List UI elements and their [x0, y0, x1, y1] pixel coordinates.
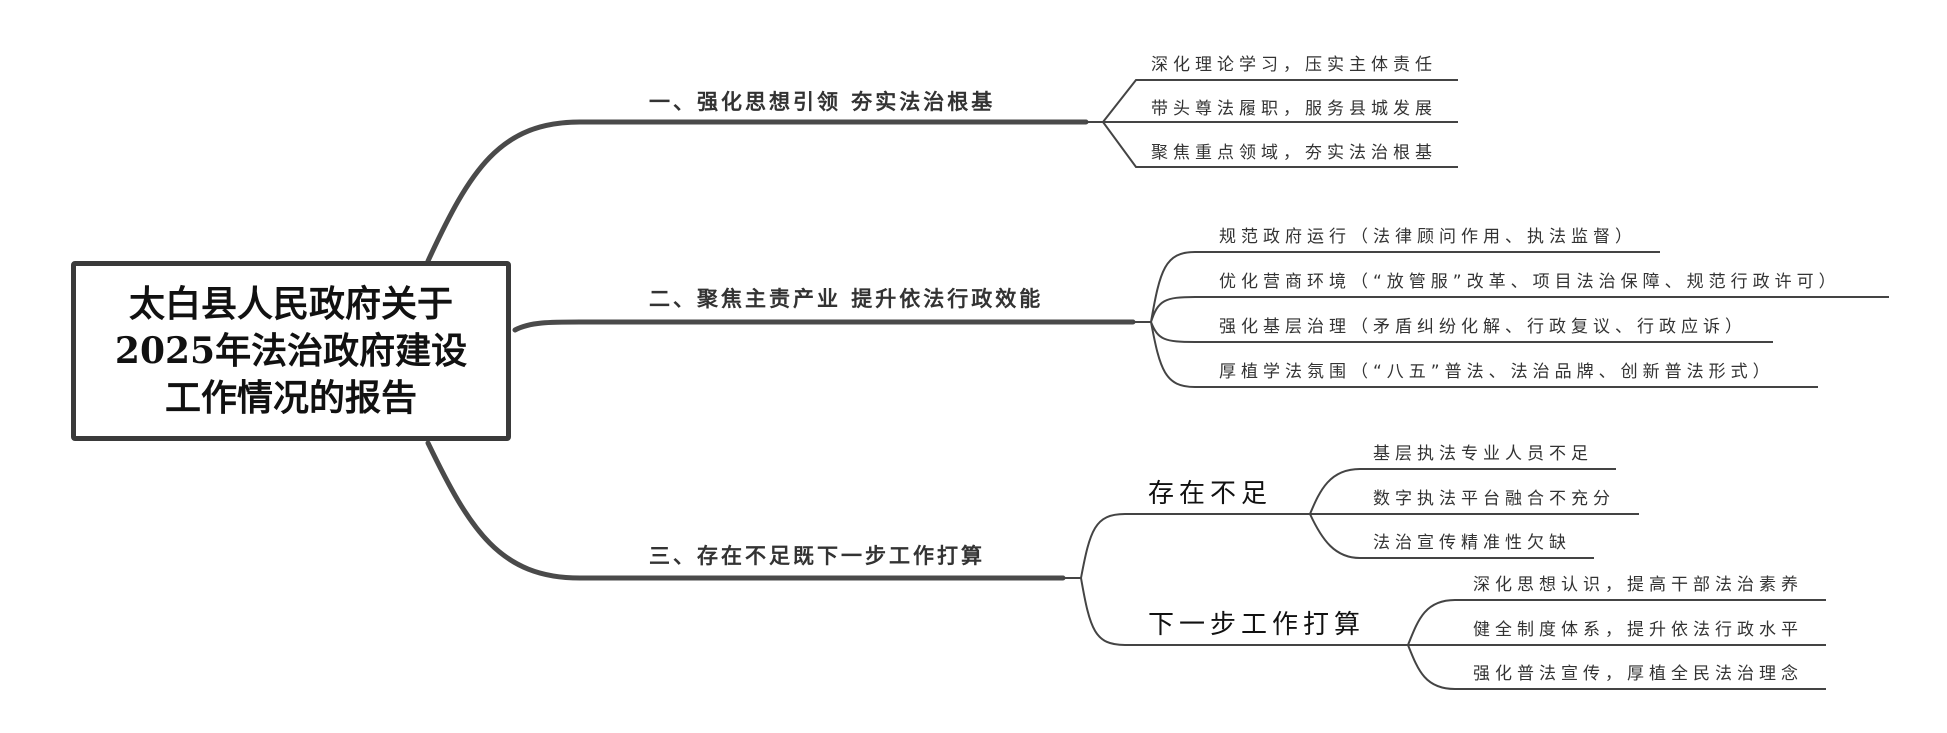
subtopic-next-steps[interactable]: 下一步工作打算 — [1148, 610, 1366, 640]
branch-2-fork — [1133, 251, 1889, 388]
branch-1-child-1[interactable]: 深化理论学习，压实主体责任 — [1151, 55, 1437, 75]
next-step-3[interactable]: 强化普法宣传，厚植全民法治理念 — [1473, 664, 1803, 684]
subtopic-1-fork — [1309, 468, 1639, 559]
branch-3-fork — [1063, 513, 1408, 646]
subtopic-shortcomings[interactable]: 存在不足 — [1148, 479, 1273, 509]
branch-2-label[interactable]: 二、聚焦主责产业 提升依法行政效能 — [649, 287, 1044, 311]
branch-1-fork — [1086, 79, 1458, 168]
shortcoming-1[interactable]: 基层执法专业人员不足 — [1373, 444, 1593, 464]
branch-2-child-4[interactable]: 厚植学法氛围（“八五”普法、法治品牌、创新普法形式） — [1219, 362, 1775, 382]
branch-1-label[interactable]: 一、强化思想引领 夯实法治根基 — [649, 90, 996, 114]
branch-1-child-2[interactable]: 带头尊法履职，服务县城发展 — [1151, 99, 1437, 119]
branch-2-connector — [512, 319, 1136, 333]
next-step-1[interactable]: 深化思想认识，提高干部法治素养 — [1473, 575, 1803, 595]
branch-3-connector — [425, 440, 1066, 581]
shortcoming-2[interactable]: 数字执法平台融合不充分 — [1373, 489, 1615, 509]
next-step-2[interactable]: 健全制度体系，提升依法行政水平 — [1473, 620, 1803, 640]
shortcoming-3[interactable]: 法治宣传精准性欠缺 — [1373, 533, 1571, 553]
branch-2-child-1[interactable]: 规范政府运行（法律顾问作用、执法监督） — [1219, 227, 1637, 247]
subtopic-2-fork — [1407, 599, 1826, 690]
branch-2-child-2[interactable]: 优化营商环境（“放管服”改革、项目法治保障、规范行政许可） — [1219, 272, 1841, 292]
branch-3-label[interactable]: 三、存在不足既下一步工作打算 — [649, 544, 985, 568]
branch-1-child-3[interactable]: 聚焦重点领域，夯实法治根基 — [1151, 143, 1437, 163]
branch-1-connector — [425, 119, 1089, 264]
branch-2-child-3[interactable]: 强化基层治理（矛盾纠纷化解、行政复议、行政应诉） — [1219, 317, 1747, 337]
